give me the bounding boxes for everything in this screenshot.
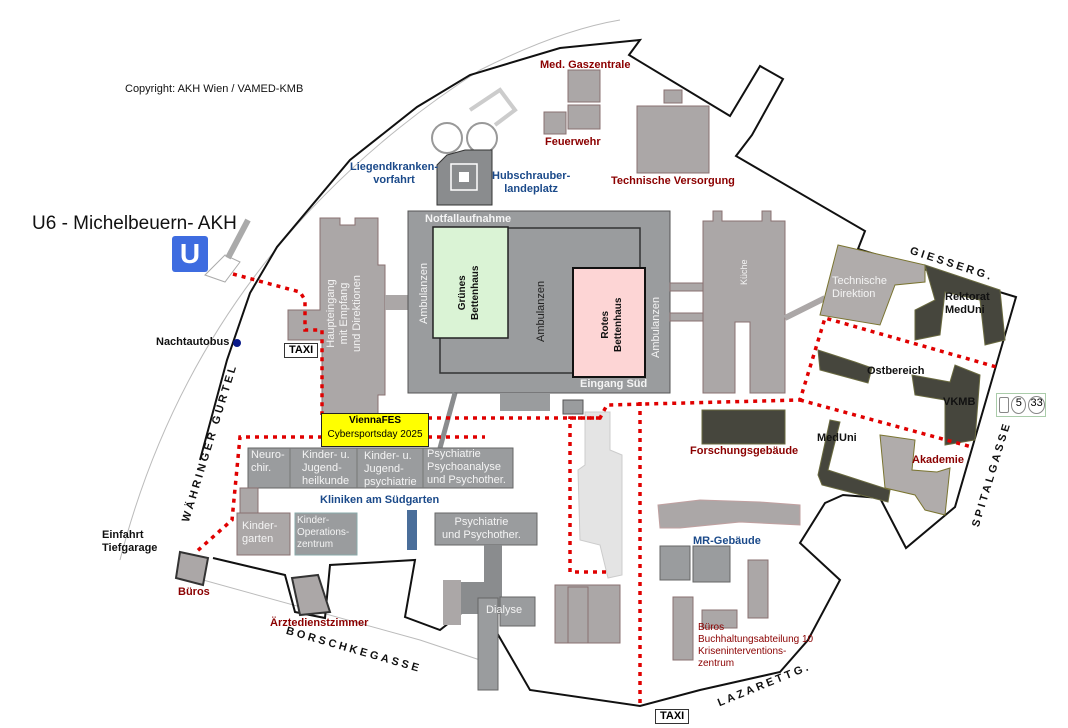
label-kinder-jugendpsychiatrie: Kinder- u.Jugend-psychiatrie	[364, 450, 417, 488]
label-kinder-jugendheilkunde: Kinder- u.Jugend-heilkunde	[302, 449, 350, 487]
label-ostbereich: Ostbereich	[867, 365, 925, 377]
label-kinder-op: Kinder-Operations-zentrum	[297, 515, 350, 550]
label-technische-versorgung: Technische Versorgung	[611, 175, 735, 187]
kindergarten-building	[236, 512, 291, 556]
label-akademie: Akademie	[912, 454, 964, 466]
label-dialyse: Dialyse	[486, 604, 523, 616]
road-edge	[119, 19, 621, 561]
tram-icon	[999, 397, 1010, 413]
tram-line: 5	[1011, 396, 1027, 414]
label-feuerwehr: Feuerwehr	[545, 136, 601, 148]
label-ambulanzen-west: Ambulanzen	[418, 262, 430, 324]
label-kindergarten: Kinder-garten	[242, 520, 278, 545]
rektorat-building	[914, 264, 1006, 346]
taxi-stand-south: TAXI	[655, 709, 690, 724]
kinder-op-building	[294, 512, 358, 556]
label-hubschrauberlandeplatz: Hubschrauber-landeplatz	[492, 170, 571, 195]
station-title: U6 - Michelbeuern- AKH	[32, 213, 237, 234]
akademie-building	[879, 434, 951, 516]
nachtautobus-label: Nachtautobus	[156, 336, 230, 348]
label-ambulanzen-east: Ambulanzen	[650, 296, 662, 358]
label-kliniken-suedgarten: Kliniken am Südgarten	[320, 494, 440, 506]
center-building	[577, 411, 623, 579]
taxi-stand-west: TAXI	[284, 343, 319, 358]
label-forschungsgebaeude: Forschungsgebäude	[690, 445, 799, 457]
label-gaszentrale: Med. Gaszentrale	[540, 59, 631, 71]
kliniken-suedgarten-row	[247, 447, 514, 489]
road-edge	[184, 574, 481, 661]
ostbereich-building	[817, 349, 873, 384]
walking-route	[193, 272, 1001, 705]
forschung-building	[701, 409, 786, 445]
mr-building	[659, 545, 691, 581]
label-aerztedienstzimmer: Ärztedienstzimmer	[270, 617, 369, 629]
label-bueros: Büros	[178, 586, 210, 598]
label-meduni: MedUni	[817, 432, 857, 444]
label-eingang-sued: Eingang Süd	[580, 378, 648, 390]
rotes-bettenhaus	[572, 267, 646, 378]
event-name: ViennaFES	[348, 415, 402, 426]
event-subtitle: Cybersportsday 2025	[327, 429, 423, 440]
tram-stop: 5 33	[996, 393, 1046, 417]
label-mr-gebaeude: MR-Gebäude	[693, 535, 761, 547]
label-notfallaufnahme: Notfallaufnahme	[425, 213, 512, 225]
label-neurochirurgie: Neuro-chir.	[251, 449, 285, 474]
helipad-cross-icon	[459, 172, 469, 182]
label-liegendkrankenvorfahrt: Liegendkranken-vorfahrt	[350, 161, 439, 186]
haupteingang-building	[287, 217, 386, 416]
technische-versorgung-building	[636, 105, 710, 174]
gruenes-bettenhaus	[432, 226, 509, 339]
dialyse-building	[499, 596, 536, 627]
u-bahn-icon[interactable]: U	[172, 236, 208, 272]
aerzte-building	[290, 573, 332, 617]
label-kueche: Küche	[739, 259, 749, 285]
suedgarten-marker	[407, 510, 417, 550]
label-ambulanzen-center: Ambulanzen	[535, 280, 547, 342]
station-entrance	[204, 254, 241, 283]
bueros-building	[174, 550, 210, 587]
psychiatrie-building	[434, 512, 538, 546]
site-boundary	[199, 38, 1018, 708]
copyright: Copyright: AKH Wien / VAMED-KMB	[125, 83, 304, 95]
vkmb-building	[911, 364, 981, 446]
label-vkmb: VKMB	[943, 396, 976, 408]
kueche-building	[702, 210, 786, 394]
tram-line: 33	[1028, 396, 1045, 414]
bus-stop-icon	[233, 339, 241, 347]
meduni-building	[817, 419, 891, 503]
event-marker[interactable]: ViennaFES Cybersportsday 2025	[321, 413, 429, 447]
